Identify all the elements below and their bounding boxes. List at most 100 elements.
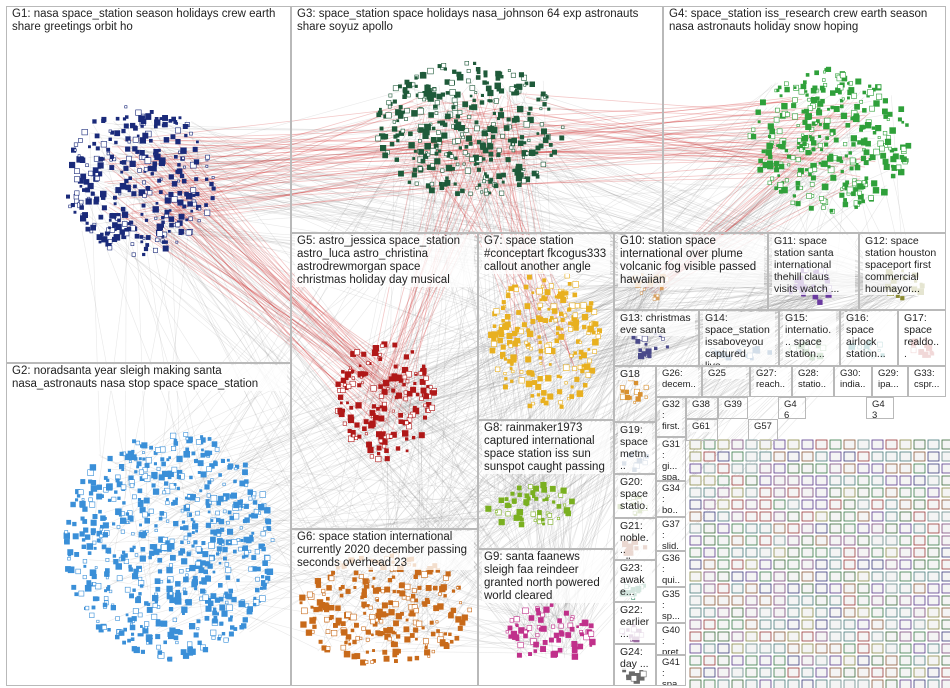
mini-cluster-node <box>689 547 702 558</box>
graph-node <box>125 115 129 119</box>
cluster-box-g4: G4: space_station iss_research crew eart… <box>663 6 946 233</box>
mini-cluster-node <box>941 679 950 688</box>
mini-cluster-node <box>899 655 912 666</box>
mini-cluster-node <box>717 631 730 642</box>
mini-cluster-node <box>703 643 716 654</box>
mini-cluster-node <box>885 523 898 534</box>
graph-node <box>134 233 140 239</box>
mini-cluster-node <box>885 547 898 558</box>
cluster-box-g1: G1: nasa space_station season holidays c… <box>6 6 291 363</box>
cluster-box-g14: G14: space_station issaboveyou captured … <box>699 310 779 366</box>
graph-node <box>142 237 146 240</box>
graph-edge <box>357 117 850 579</box>
mini-cluster-node <box>871 607 884 618</box>
graph-node <box>149 110 154 114</box>
mini-cluster-node <box>927 571 940 582</box>
mini-cluster-node <box>703 559 716 570</box>
graph-node <box>83 179 90 185</box>
graph-node <box>140 212 144 216</box>
graph-edge <box>176 176 418 238</box>
graph-edge <box>199 274 636 530</box>
graph-node <box>145 186 151 191</box>
mini-cluster-node <box>731 475 744 486</box>
mini-cluster-node <box>829 667 842 678</box>
mini-cluster-node <box>745 667 758 678</box>
mini-cluster-node <box>703 631 716 642</box>
graph-edge <box>178 204 368 382</box>
graph-edge <box>401 285 643 409</box>
mini-cluster-node <box>773 679 786 688</box>
cluster-box-g3: G3: space_station space holidays nasa_jo… <box>291 6 663 233</box>
cluster-label-g26: G26: decem... <box>660 368 698 396</box>
graph-node <box>143 167 149 172</box>
graph-edge <box>373 292 507 364</box>
mini-cluster-node <box>801 571 814 582</box>
mini-cluster-node <box>745 511 758 522</box>
graph-edge <box>461 92 529 323</box>
mini-cluster-node <box>787 595 800 606</box>
graph-edge <box>559 279 828 519</box>
mini-cluster-node <box>717 655 730 666</box>
mini-cluster-node <box>703 667 716 678</box>
mini-cluster-node <box>717 595 730 606</box>
mini-cluster-node <box>787 631 800 642</box>
graph-node <box>85 226 91 232</box>
graph-node <box>73 142 79 147</box>
graph-edge <box>360 281 890 440</box>
graph-edge <box>524 95 789 184</box>
mini-cluster-node <box>871 595 884 606</box>
graph-edge <box>101 208 391 394</box>
mini-cluster-node <box>759 451 772 462</box>
graph-node <box>79 199 84 205</box>
cluster-label-g21: G21: noble... alley l... <box>618 520 652 559</box>
graph-edge <box>369 650 573 654</box>
mini-cluster-node <box>731 511 744 522</box>
graph-edge <box>387 370 453 616</box>
graph-edge <box>159 138 487 490</box>
mini-cluster-node <box>745 475 758 486</box>
mini-cluster-node <box>703 679 716 688</box>
mini-cluster-node <box>885 595 898 606</box>
mini-cluster-node <box>773 451 786 462</box>
graph-node <box>175 240 179 244</box>
graph-node <box>115 116 120 121</box>
graph-edge <box>133 151 389 371</box>
graph-node <box>137 168 142 173</box>
mini-cluster-node <box>885 655 898 666</box>
graph-node <box>73 148 77 152</box>
graph-node <box>190 161 197 169</box>
graph-edge <box>144 219 391 385</box>
mini-cluster-node <box>899 523 912 534</box>
mini-cluster-node <box>941 523 950 534</box>
cluster-box-g17: G17: space realdo... <box>898 310 946 366</box>
mini-cluster-node <box>801 475 814 486</box>
graph-edge <box>124 130 872 230</box>
mini-cluster-node <box>731 535 744 546</box>
mini-cluster-node <box>731 523 744 534</box>
mini-cluster-node <box>913 439 926 450</box>
mini-cluster-node <box>787 571 800 582</box>
mini-cluster-node <box>759 643 772 654</box>
mini-cluster-node <box>717 487 730 498</box>
graph-edge <box>377 614 548 659</box>
graph-node <box>204 209 211 216</box>
mini-cluster-node <box>759 463 772 474</box>
mini-cluster-node <box>703 535 716 546</box>
graph-edge <box>150 120 371 604</box>
graph-node <box>185 124 189 128</box>
mini-cluster-node <box>913 607 926 618</box>
graph-edge <box>321 602 558 629</box>
mini-cluster-node <box>899 571 912 582</box>
graph-edge <box>559 293 661 368</box>
mini-cluster-node <box>787 607 800 618</box>
mini-cluster-node <box>857 487 870 498</box>
mini-cluster-node <box>857 631 870 642</box>
mini-cluster-node <box>941 571 950 582</box>
graph-node <box>180 147 187 154</box>
graph-edge <box>172 596 349 644</box>
cluster-label-g38: G38 <box>690 399 714 410</box>
mini-cluster-node <box>731 571 744 582</box>
mini-cluster-node <box>759 511 772 522</box>
mini-cluster-node <box>801 643 814 654</box>
graph-node <box>74 168 80 175</box>
